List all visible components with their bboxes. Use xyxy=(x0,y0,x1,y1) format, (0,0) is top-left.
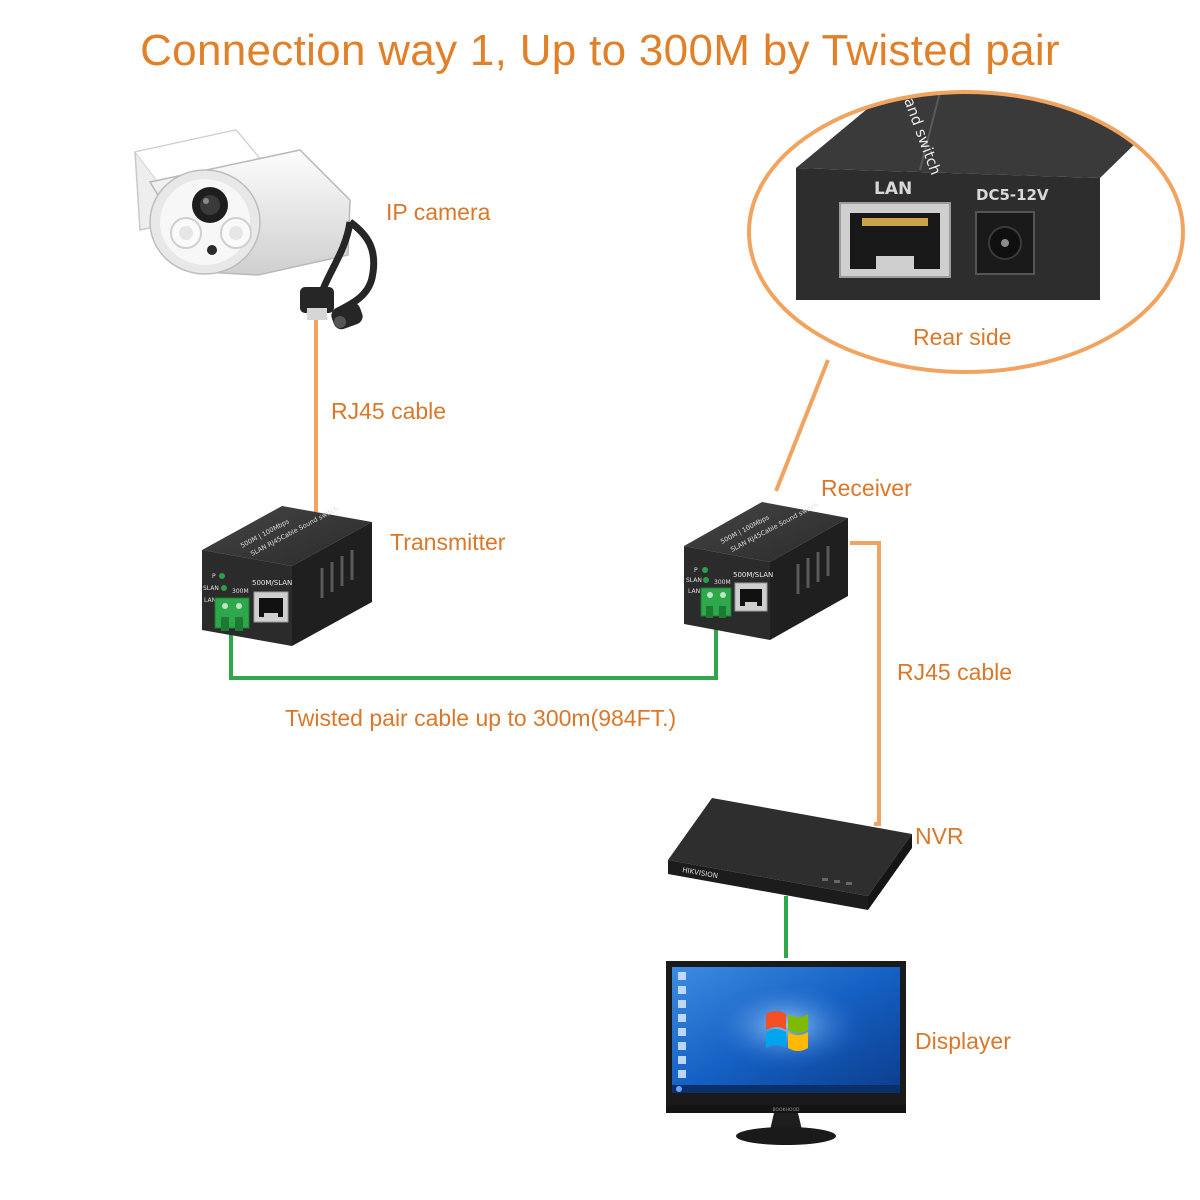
displayer-label: Displayer xyxy=(915,1028,1011,1054)
receiver-device: 500M | 100Mbps SLAN RJ45Cable Sound swit… xyxy=(684,501,848,640)
rear-lan-label: LAN xyxy=(874,179,912,199)
transmitter-led-slan-label: SLAN xyxy=(203,585,219,592)
rj45-cable-line-right xyxy=(850,541,881,826)
twisted-pair-cable-line xyxy=(229,614,718,680)
led-indicator-icon xyxy=(703,577,709,583)
receiver-port-label: 500M/SLAN xyxy=(733,571,773,579)
windows-logo-icon xyxy=(766,1011,808,1051)
rear-callout-line xyxy=(774,359,830,492)
ip-camera-icon xyxy=(134,129,378,330)
transmitter-port-label: 500M/SLAN xyxy=(252,579,292,587)
receiver-label: Receiver xyxy=(821,475,912,501)
nvr-label: NVR xyxy=(915,823,964,849)
receiver-speed-label: 300M xyxy=(714,579,731,586)
transmitter-speed-label: 300M xyxy=(232,588,249,595)
rear-side-label: Rear side xyxy=(913,324,1012,350)
monitor-device: BOOKHOOD xyxy=(666,961,906,1145)
receiver-led-lan-label: LAN xyxy=(688,588,700,595)
rj45-cable-label-top: RJ45 cable xyxy=(331,398,447,424)
transmitter-label: Transmitter xyxy=(390,529,506,555)
monitor-brand-label: BOOKHOOD xyxy=(773,1107,801,1113)
ip-camera-label: IP camera xyxy=(386,199,491,225)
rj45-cable-label-right: RJ45 cable xyxy=(897,659,1013,685)
led-indicator-icon xyxy=(219,573,225,579)
rear-side-callout: and switch LAN DC5-12V xyxy=(747,90,1185,374)
led-indicator-icon xyxy=(221,585,227,591)
twisted-pair-label: Twisted pair cable up to 300m(984FT.) xyxy=(285,705,677,731)
transmitter-led-lan-label: LAN xyxy=(204,597,216,604)
receiver-led-p-label: P xyxy=(694,567,698,574)
transmitter-led-p-label: P xyxy=(212,573,216,580)
rear-dc-label: DC5-12V xyxy=(976,186,1049,204)
diagram-title: Connection way 1, Up to 300M by Twisted … xyxy=(140,26,1060,75)
transmitter-device: 500M | 100Mbps SLAN RJ45Cable Sound swit… xyxy=(202,505,372,646)
nvr-device: HIKVISION xyxy=(668,798,912,910)
led-indicator-icon xyxy=(702,567,708,573)
receiver-led-slan-label: SLAN xyxy=(686,577,702,584)
